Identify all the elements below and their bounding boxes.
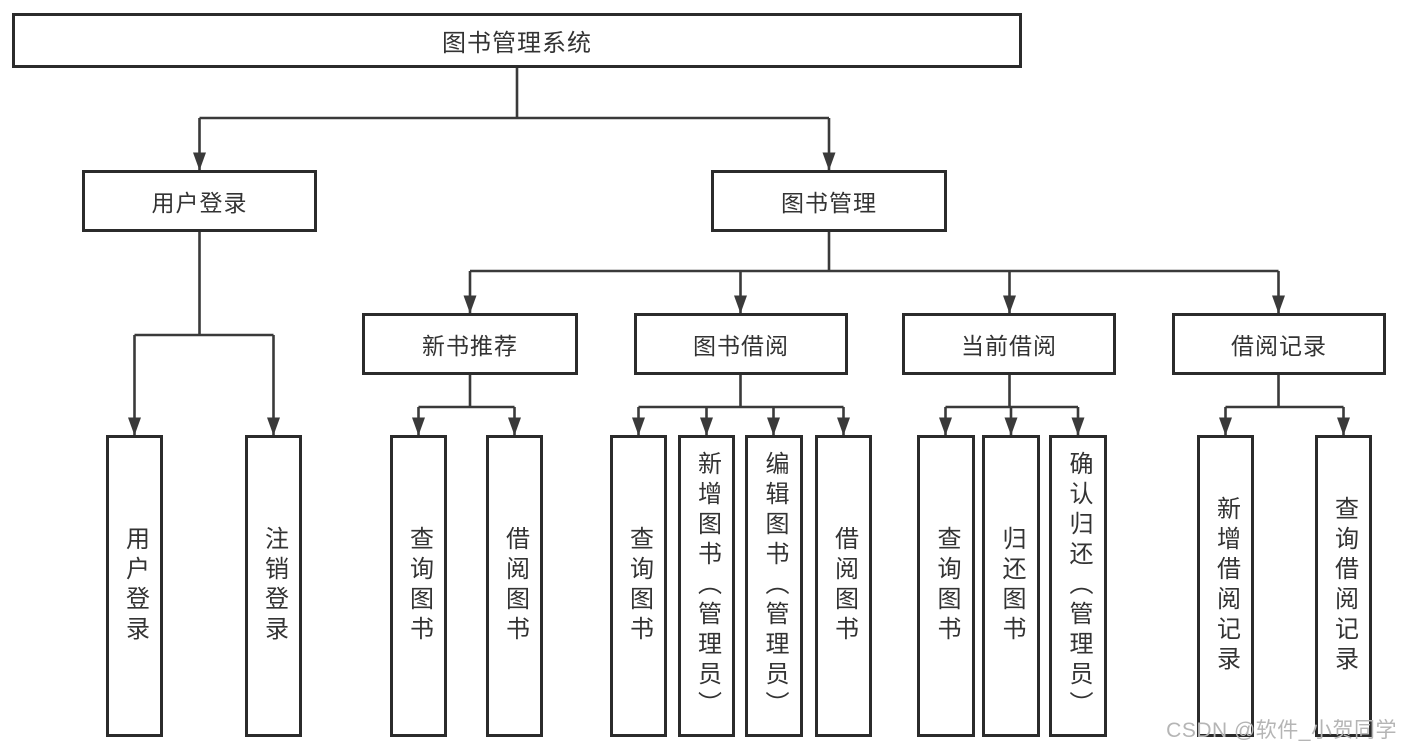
leaf-current-query-books-label: 查询图书 (933, 526, 960, 646)
leaf-add-borrow-record-label: 新增借阅记录 (1212, 496, 1240, 676)
node-book-management: 图书管理 (711, 170, 947, 232)
leaf-user-login-label: 用户登录 (121, 526, 149, 646)
leaf-recommend-query-books: 查询图书 (390, 435, 447, 737)
leaf-logout-label: 注销登录 (260, 526, 288, 646)
node-current-borrow: 当前借阅 (902, 313, 1116, 375)
node-new-book-recommend: 新书推荐 (362, 313, 578, 375)
leaf-return-books-label: 归还图书 (998, 526, 1025, 646)
leaf-user-login: 用户登录 (106, 435, 163, 737)
node-library-management-system: 图书管理系统 (12, 13, 1022, 68)
leaf-recommend-query-books-label: 查询图书 (405, 526, 433, 646)
leaf-borrow-books-label: 借阅图书 (830, 526, 858, 646)
leaf-add-books-admin-label: 新增图书（管理员） (693, 451, 721, 721)
leaf-current-query-books: 查询图书 (917, 435, 975, 737)
leaf-edit-books-admin-label: 编辑图书（管理员） (761, 451, 788, 721)
leaf-query-borrow-record: 查询借阅记录 (1315, 435, 1372, 737)
leaf-recommend-borrow-books-label: 借阅图书 (501, 526, 529, 646)
leaf-return-books: 归还图书 (982, 435, 1040, 737)
leaf-add-books-admin: 新增图书（管理员） (678, 435, 735, 737)
csdn-watermark: CSDN @软件_小贺同学 (1166, 719, 1397, 742)
node-user-login: 用户登录 (82, 170, 317, 232)
leaf-confirm-return-admin: 确认归还（管理员） (1049, 435, 1107, 737)
leaf-logout: 注销登录 (245, 435, 302, 737)
leaf-add-borrow-record: 新增借阅记录 (1197, 435, 1254, 737)
node-book-borrow: 图书借阅 (634, 313, 848, 375)
leaf-borrow-query-books: 查询图书 (610, 435, 667, 737)
node-borrow-records: 借阅记录 (1172, 313, 1386, 375)
leaf-borrow-query-books-label: 查询图书 (625, 526, 653, 646)
leaf-edit-books-admin: 编辑图书（管理员） (745, 435, 803, 737)
leaf-recommend-borrow-books: 借阅图书 (486, 435, 543, 737)
leaf-borrow-books: 借阅图书 (815, 435, 872, 737)
leaf-query-borrow-record-label: 查询借阅记录 (1330, 496, 1358, 676)
leaf-confirm-return-admin-label: 确认归还（管理员） (1065, 451, 1092, 721)
